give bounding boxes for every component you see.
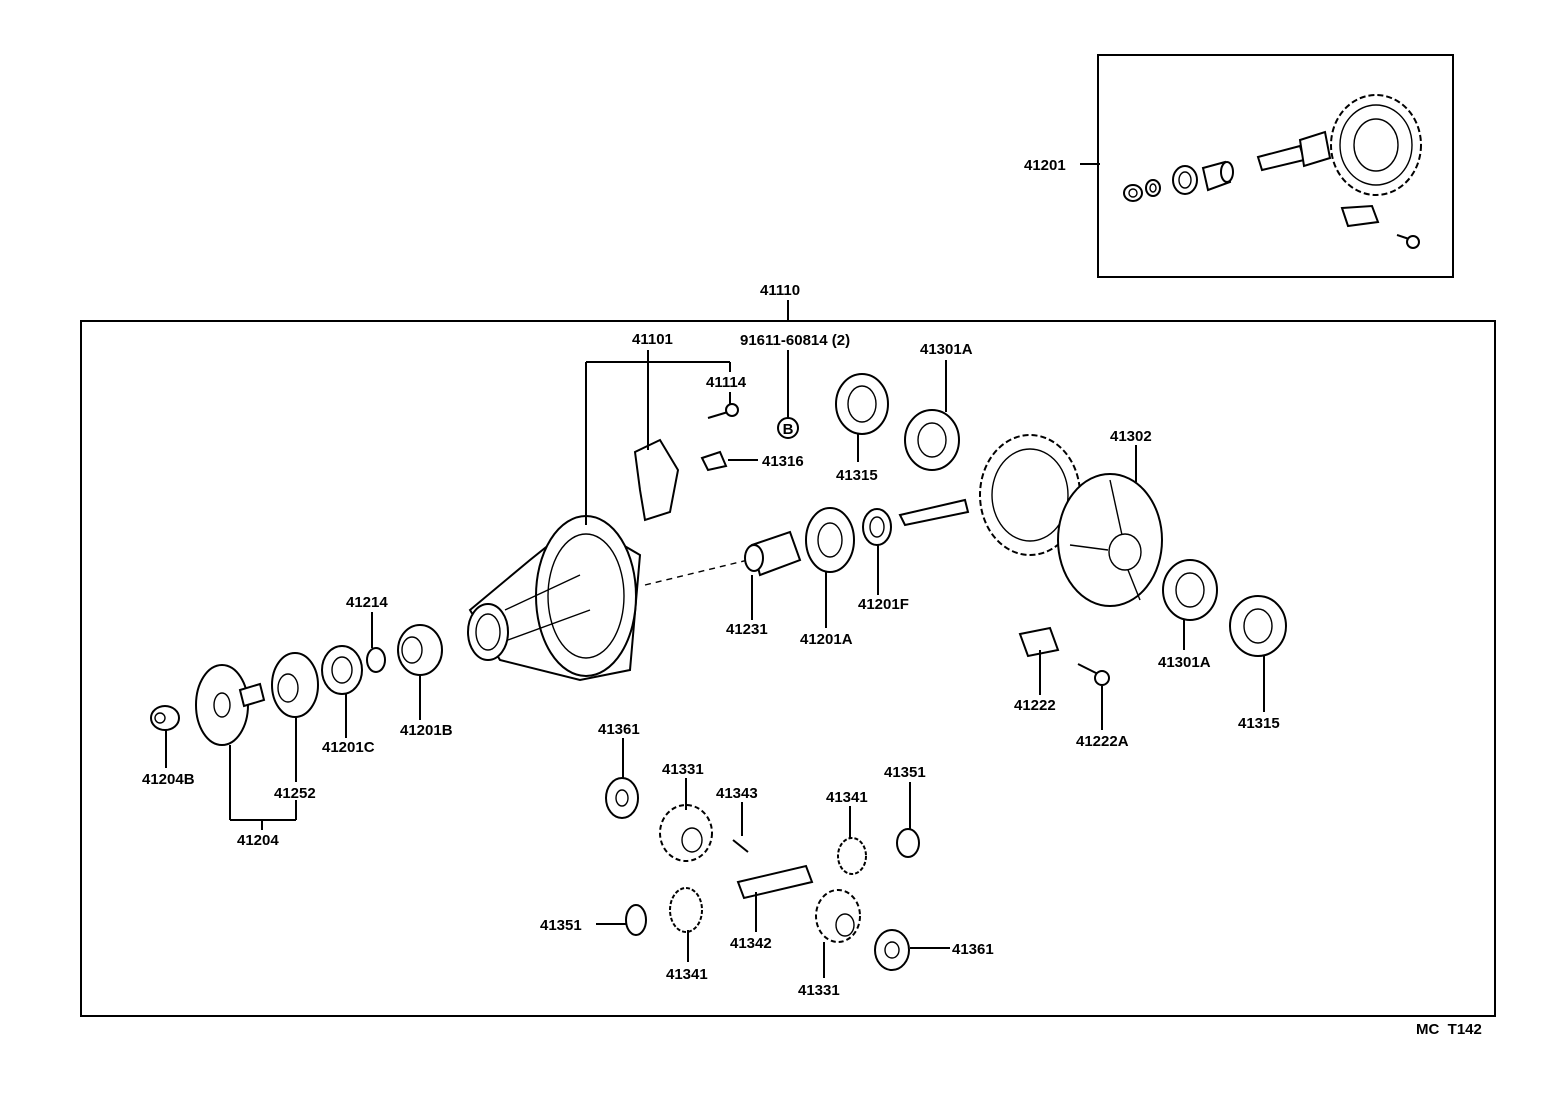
label-41252: 41252 xyxy=(274,785,316,802)
inset-washer-icon xyxy=(1145,179,1161,197)
side-gear-bottom-icon xyxy=(815,889,861,943)
inset-bracket-icon xyxy=(1340,204,1380,228)
label-41201: 41201 xyxy=(1024,157,1066,174)
label-41201a: 41201A xyxy=(800,631,853,648)
spacer-icon xyxy=(744,530,802,577)
dust-deflector-icon xyxy=(271,652,319,718)
inset-bolt-icon xyxy=(1396,234,1420,249)
inset-pinion-shaft-icon xyxy=(1256,130,1332,172)
label-41361-bottom: 41361 xyxy=(952,941,994,958)
inset-nut-icon xyxy=(1123,184,1143,202)
side-bearing-bottom-icon xyxy=(1162,559,1218,621)
pinion-nut-icon xyxy=(150,705,180,731)
oil-slinger-icon xyxy=(366,647,386,673)
ref-b-marker: B xyxy=(777,417,799,439)
inset-spacer-icon xyxy=(1201,160,1234,192)
thrust-washer-top-right-icon xyxy=(896,828,920,858)
label-41214: 41214 xyxy=(346,594,388,611)
leader-lines xyxy=(165,163,1265,978)
label-41101: 41101 xyxy=(632,331,673,348)
label-91611: 91611-60814 (2) xyxy=(740,332,850,349)
ring-gear-case-icon xyxy=(898,434,1163,607)
label-41331-top: 41331 xyxy=(662,761,704,778)
label-41301a-bottom: 41301A xyxy=(1158,654,1211,671)
label-41204b: 41204B xyxy=(142,771,195,788)
inset-bearing-icon xyxy=(1172,165,1198,195)
label-41201b: 41201B xyxy=(400,722,453,739)
thrust-washer-bottom-left-icon xyxy=(625,904,647,936)
pinion-gear-bottom-icon xyxy=(669,887,703,933)
label-41361-top: 41361 xyxy=(598,721,640,738)
label-41315-bottom: 41315 xyxy=(1238,715,1280,732)
label-41342: 41342 xyxy=(730,935,772,952)
rear-bearing-icon xyxy=(397,624,443,676)
diagram-code: MC T142 xyxy=(1416,1021,1482,1038)
label-41331-bottom: 41331 xyxy=(798,982,840,999)
pinion-shaft-icon xyxy=(736,864,814,900)
pin-icon xyxy=(732,839,749,853)
label-41302: 41302 xyxy=(1110,428,1152,445)
retainer-bolt-icon xyxy=(1077,663,1110,686)
label-41341-bottom: 41341 xyxy=(666,966,708,983)
label-41316: 41316 xyxy=(762,453,804,470)
label-41351-top: 41351 xyxy=(884,764,926,781)
inset-ring-gear-icon xyxy=(1330,94,1422,196)
label-41315-top: 41315 xyxy=(836,467,878,484)
label-41114: 41114 xyxy=(706,374,747,391)
label-41110: 41110 xyxy=(760,282,800,299)
label-41201c: 41201C xyxy=(322,739,375,756)
oil-seal-icon xyxy=(321,645,363,695)
pinion-gear-top-icon xyxy=(837,837,867,875)
label-41301a-top: 41301A xyxy=(920,341,973,358)
label-41201f: 41201F xyxy=(858,596,909,613)
side-bearing-nut-top-icon xyxy=(835,373,889,435)
pinion-washer-icon xyxy=(862,508,892,546)
pinion-bearing-front-icon xyxy=(805,507,855,573)
thrust-washer-top-left-icon xyxy=(605,777,639,819)
ref-b-marker-text: B xyxy=(783,421,794,438)
label-41351-bottom: 41351 xyxy=(540,917,582,934)
thrust-washer-bottom-right-icon xyxy=(874,929,910,971)
cap-bolt-icon xyxy=(707,403,739,419)
side-bearing-nut-bottom-icon xyxy=(1229,595,1287,657)
carrier-housing-icon xyxy=(467,515,642,682)
dashed-assembly-line xyxy=(644,559,749,586)
bearing-cap-icon xyxy=(633,438,680,522)
label-41222a: 41222A xyxy=(1076,733,1129,750)
label-41341-top: 41341 xyxy=(826,789,868,806)
lock-plate-icon xyxy=(700,450,728,472)
side-bearing-top-icon xyxy=(904,409,960,471)
label-41343: 41343 xyxy=(716,785,758,802)
label-41204: 41204 xyxy=(237,832,279,849)
inset-frame xyxy=(1097,54,1454,278)
side-gear-top-icon xyxy=(659,804,713,862)
label-41231: 41231 xyxy=(726,621,768,638)
label-41222: 41222 xyxy=(1014,697,1056,714)
retainer-icon xyxy=(1018,626,1060,658)
companion-flange-icon xyxy=(195,664,266,746)
